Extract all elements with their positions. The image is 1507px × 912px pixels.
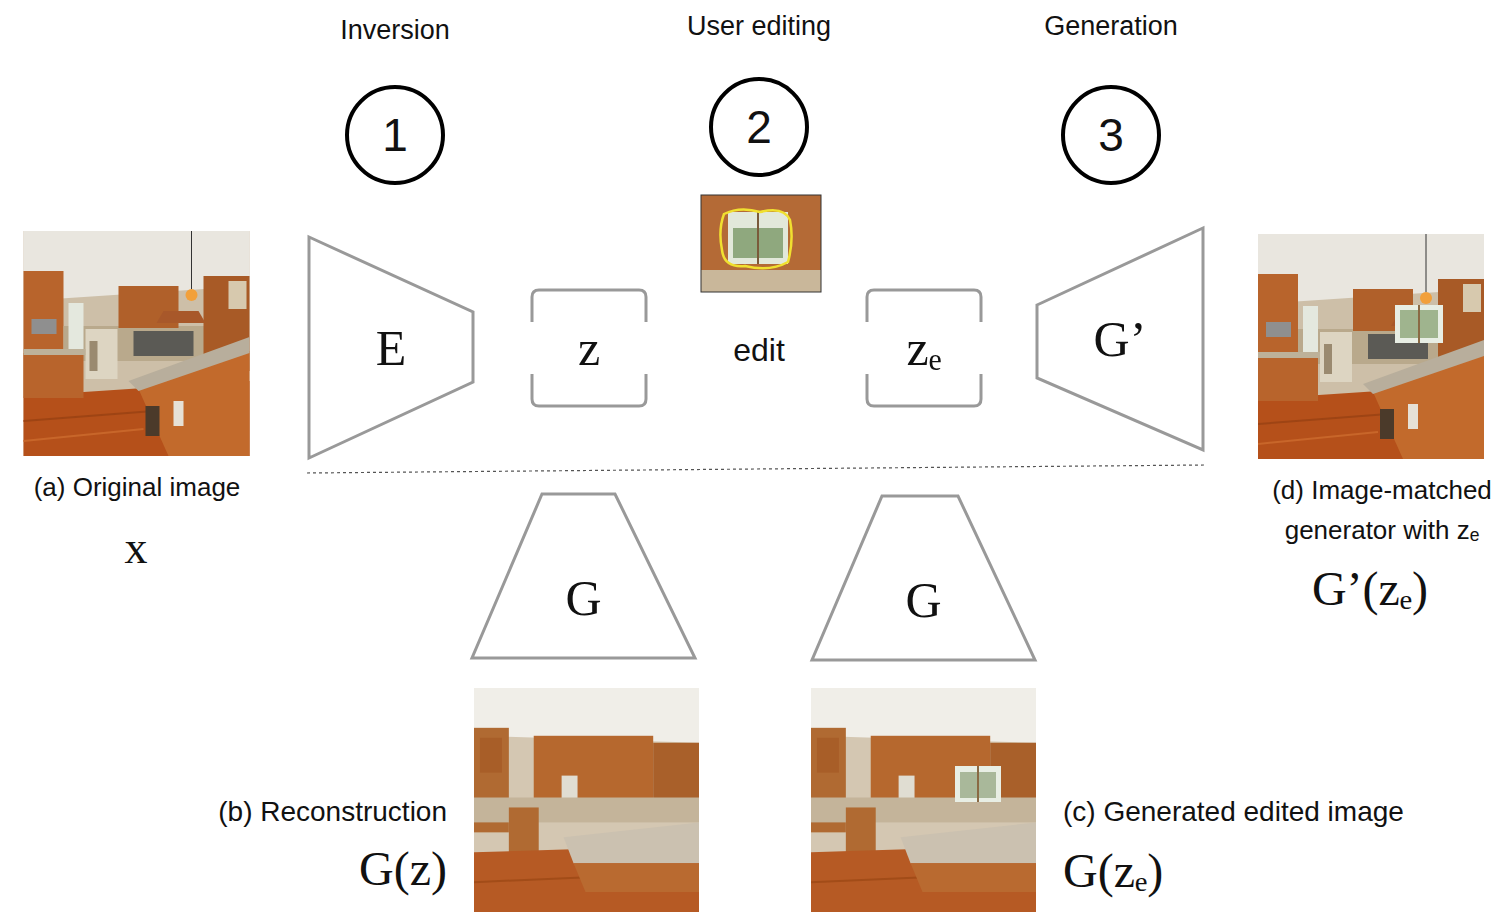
trapezoid-outline <box>1037 228 1203 450</box>
math-label: G(zₑ) <box>1063 842 1263 900</box>
math-label: x <box>106 520 166 575</box>
latent-symbol: zₑ <box>906 323 941 373</box>
edit-thumbnail <box>701 195 821 292</box>
network-node: G <box>470 492 697 660</box>
trapezoid-outline <box>309 237 473 458</box>
step-node: User editing 2 <box>649 0 869 181</box>
bracket-outline <box>532 290 646 406</box>
math-label: G(z) <box>247 840 447 898</box>
trapezoid-outline <box>812 496 1035 660</box>
illustration-part <box>701 195 821 292</box>
caption-label: (c) Generated edited image <box>1063 795 1483 829</box>
network-symbol: G’ <box>1094 314 1147 364</box>
step-heading: User editing <box>649 8 869 44</box>
step-heading: Generation <box>1001 8 1221 44</box>
callout-number: 1 <box>382 112 408 158</box>
original-image <box>24 231 250 456</box>
illustration-part <box>701 195 821 292</box>
edited-image <box>811 688 1036 912</box>
illustration-part <box>728 212 788 264</box>
network-node: G’ <box>1035 226 1205 452</box>
network-symbol: G <box>565 573 601 623</box>
illustration-part <box>757 212 759 264</box>
caption-label: (d) Image-matched generator with zₑ <box>1262 470 1502 550</box>
network-node: E <box>307 235 475 460</box>
illustration-part <box>1418 305 1420 343</box>
edit-label: edit <box>700 331 818 369</box>
latent-symbol: z <box>578 323 600 373</box>
callout-number: 3 <box>1098 112 1124 158</box>
caption-label: (b) Reconstruction <box>137 795 447 829</box>
step-heading: Inversion <box>285 12 505 48</box>
reconstruction-image <box>474 688 699 912</box>
bracket-outline <box>867 290 981 406</box>
step-circle: 3 <box>1061 85 1161 185</box>
step-circle: 1 <box>345 85 445 185</box>
step-node: Generation 3 <box>1001 0 1221 189</box>
network-node: z <box>530 288 648 408</box>
matched-window <box>1395 305 1443 343</box>
illustration-part <box>720 209 791 268</box>
illustration-part <box>977 766 979 802</box>
illustration-part <box>955 766 1001 802</box>
network-symbol: E <box>376 323 407 373</box>
illustration-part <box>1395 305 1443 343</box>
trapezoid-outline <box>472 494 695 658</box>
math-label: G’(zₑ) <box>1270 560 1470 618</box>
generated-window <box>955 766 1001 802</box>
step-circle: 2 <box>709 77 809 177</box>
network-node: G <box>810 494 1037 662</box>
illustration-part <box>701 270 821 292</box>
callout-number: 2 <box>746 104 772 150</box>
matched-image <box>1258 234 1484 459</box>
caption-label: (a) Original image <box>7 472 267 503</box>
step-node: Inversion 1 <box>285 0 505 189</box>
network-symbol: G <box>905 575 941 625</box>
network-node: zₑ <box>865 288 983 408</box>
divider-line <box>307 465 1205 473</box>
